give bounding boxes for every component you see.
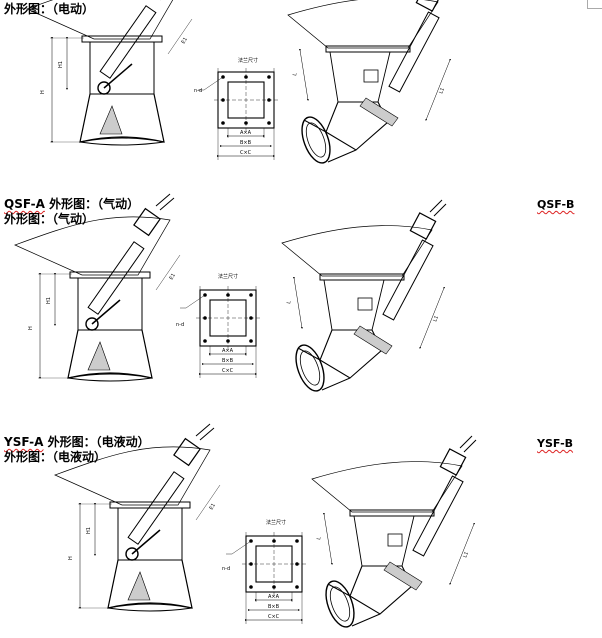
pneumatic-flange-view: 法兰尺寸 n-d A×A B×B C×C (176, 273, 260, 378)
section1-heading: 外形图：（电动） (4, 2, 95, 16)
section3-heading: YSF-A 外形图：（电液动） (4, 435, 150, 449)
electric-side-view (288, 0, 452, 167)
svg-text:n-d: n-d (176, 322, 184, 328)
cc-label: C×C (240, 150, 252, 156)
section3-right-label: YSF-B (537, 437, 574, 450)
section2-heading: QSF-A 外形图：（气动） (4, 197, 140, 211)
page-corner-marker (587, 0, 602, 9)
section3-prefix: YSF-A (4, 435, 44, 449)
electric-flange-view: 法兰尺寸 n-d A×A B×B C×C (194, 57, 278, 160)
svg-text:B×B: B×B (268, 604, 280, 610)
bb-label: B×B (240, 140, 252, 146)
svg-text:n-d: n-d (222, 566, 230, 572)
svg-text:法兰尺寸: 法兰尺寸 (218, 273, 238, 280)
section3-subheading: 外形图：（电液动） (4, 450, 107, 464)
section2-right-label: QSF-B (537, 198, 575, 211)
section2-prefix: QSF-A (4, 197, 45, 211)
svg-text:B×B: B×B (222, 358, 234, 364)
svg-text:A×A: A×A (222, 348, 234, 354)
svg-text:法兰尺寸: 法兰尺寸 (266, 519, 286, 526)
electrohydraulic-side-view (312, 436, 476, 631)
electrohydraulic-flange-view: 法兰尺寸 n-d A×A B×B C×C (222, 519, 306, 624)
section2-subheading: 外形图：（气动） (4, 212, 95, 226)
electrohydraulic-front-view (55, 424, 220, 611)
flange-title: 法兰尺寸 (238, 57, 258, 64)
pneumatic-front-view (15, 194, 180, 381)
holes-label: n-d (194, 88, 202, 94)
svg-text:C×C: C×C (222, 368, 234, 374)
electric-front-view (27, 0, 192, 145)
svg-text:A×A: A×A (268, 594, 280, 600)
aa-label: A×A (240, 130, 252, 136)
svg-text:C×C: C×C (268, 614, 280, 620)
pneumatic-side-view (282, 200, 446, 395)
